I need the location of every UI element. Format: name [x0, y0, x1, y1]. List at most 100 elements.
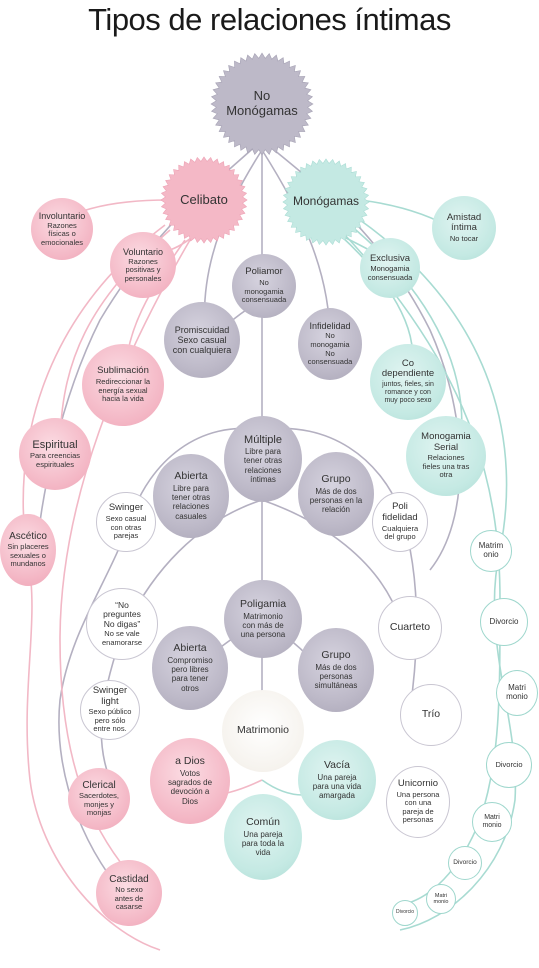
node-title: Abierta — [173, 642, 207, 655]
node-title: Divorcio — [395, 909, 415, 916]
node-no-monogamas: No Monógamas — [210, 52, 314, 156]
node-grupo-relacion: Grupo Más de dos personas en la relación — [298, 452, 374, 536]
node-divorcio-4: Divorcio — [392, 900, 418, 926]
node-poliamor: Poliamor No monogamia consensuada — [232, 254, 296, 318]
node-amistad-intima: Amistad íntima No tocar — [432, 196, 496, 260]
node-voluntario: Voluntario Razones positivas y personale… — [110, 232, 176, 298]
node-divorcio-3: Divorcio — [448, 846, 482, 880]
node-subtitle: juntos, fieles, sin romance y con muy po… — [382, 381, 434, 405]
node-vacia: Vacía Una pareja para una vida amargada — [298, 740, 376, 820]
node-matrimonio-serial-1: Matrim onio — [470, 530, 512, 572]
node-title: Amistad íntima — [446, 211, 482, 234]
node-title: Swinger — [108, 502, 144, 514]
node-title: Divorcio — [489, 616, 519, 626]
node-subtitle: Una pareja para toda la vida — [241, 829, 285, 857]
node-subtitle: Sacerdotes, monjes y monjas — [78, 791, 120, 818]
node-title: No Monógamas — [226, 88, 298, 118]
node-involuntario: Involuntario Razones físicas o emocional… — [31, 198, 93, 260]
node-title: Monogamia Serial — [421, 430, 471, 453]
node-matrimonio-serial-2: Matri monio — [496, 670, 538, 716]
node-monogamia-serial: Monogamia Serial Relaciones fieles una t… — [406, 416, 486, 496]
diagram-title: Tipos de relaciones íntimas — [88, 2, 451, 37]
node-subtitle: Cualquiera del grupo — [381, 523, 419, 542]
node-title: Celibato — [180, 191, 228, 207]
node-title: Matri monio — [482, 814, 502, 829]
node-poligamia: Poligamia Matrimonio con más de una pers… — [224, 580, 302, 658]
node-subtitle: Para creencias espirituales — [29, 451, 81, 469]
node-subtitle: No monogamia consensuada — [241, 277, 287, 305]
node-matrimonio-serial-4: Matri monio — [426, 884, 456, 914]
node-subtitle: Sexo casual con otras parejas — [105, 513, 147, 541]
node-title: Involuntario — [38, 210, 86, 221]
node-title: Clerical — [82, 779, 116, 791]
node-trio: Trío — [400, 684, 462, 746]
node-title: Ascético — [9, 530, 47, 542]
node-title: Promiscuidad Sexo casual con cualquiera — [172, 324, 232, 356]
node-title: Matrimonio — [237, 724, 289, 737]
node-comun: Común Una pareja para toda la vida — [224, 794, 302, 880]
node-title: Sublimación — [97, 365, 149, 377]
node-title: Poligamia — [239, 597, 287, 610]
node-title: Matri monio — [433, 892, 449, 905]
node-monogamas: Monógamas — [282, 152, 370, 252]
node-subtitle: Relaciones fieles una tras otra — [422, 453, 470, 480]
node-title: Divorcio — [453, 859, 477, 867]
node-cuarteto: Cuarteto — [378, 596, 442, 660]
node-multiple: Múltiple Libre para tener otras relacion… — [224, 416, 302, 502]
node-title: Vacía — [323, 758, 351, 771]
node-title: Abierta — [174, 470, 208, 483]
node-matrimonio-serial-3: Matri monio — [472, 802, 512, 842]
node-subtitle: Libre para tener otras relaciones casual… — [171, 484, 211, 521]
node-infidelidad: Infidelidad No monogamia No consensuada — [298, 308, 362, 380]
node-title: Matrim onio — [478, 541, 504, 559]
node-title: Voluntario — [122, 246, 164, 257]
node-title: a Dios — [175, 755, 205, 768]
node-title: Poliamor — [245, 266, 283, 278]
node-title: Espiritual — [32, 438, 78, 451]
node-subtitle: Compromiso pero libres para tener otros — [167, 656, 213, 693]
node-subtitle: Una persona con una pareja de personas — [396, 789, 440, 825]
node-subtitle: No sexo antes de casarse — [114, 885, 144, 912]
node-title: Poli fidelidad — [382, 501, 418, 523]
node-subtitle: Sin placeres sexuales o mundanos — [7, 542, 49, 569]
node-subtitle: No tocar — [449, 233, 479, 243]
node-title: Exclusiva — [369, 252, 411, 264]
node-grupo-simultaneas: Grupo Más de dos personas simultáneas — [298, 628, 374, 712]
node-subtitle: Más de dos personas simultáneas — [314, 662, 358, 690]
node-unicornio: Unicornio Una persona con una pareja de … — [386, 766, 450, 838]
node-clerical: Clerical Sacerdotes, monjes y monjas — [68, 768, 130, 830]
node-title: Múltiple — [244, 433, 282, 446]
node-promiscuidad: Promiscuidad Sexo casual con cualquiera — [164, 302, 240, 378]
node-title: Cuarteto — [389, 621, 431, 634]
node-subtitle: Razones físicas o emocionales — [40, 220, 84, 247]
node-abierta-libre: Abierta Libre para tener otras relacione… — [153, 454, 229, 538]
node-subtitle: Matrimonio con más de una persona — [240, 611, 286, 639]
node-title: Grupo — [321, 648, 351, 661]
node-title: Monógamas — [292, 194, 360, 209]
node-subtitle: Votos sagrados de devoción a Dios — [167, 769, 213, 806]
node-subtitle: Monogamia consensuada — [367, 264, 413, 282]
node-title: Swinger light — [92, 684, 128, 707]
node-subtitle: Una pareja para una vida amargada — [312, 772, 362, 800]
node-subtitle: Redireccionar la energía sexual hacia la… — [95, 376, 151, 404]
node-divorcio-1: Divorcio — [480, 598, 528, 646]
node-title: Matri monio — [506, 683, 528, 701]
node-polifidelidad: Poli fidelidad Cualquiera del grupo — [372, 492, 428, 552]
node-title: Castidad — [109, 873, 149, 885]
node-celibato: Celibato — [160, 150, 248, 250]
node-title: Unicornio — [397, 777, 439, 789]
node-sublimacion: Sublimación Redireccionar la energía sex… — [82, 344, 164, 426]
node-title: Divorcio — [495, 759, 523, 769]
starburst-shape — [160, 156, 248, 244]
node-subtitle: Libre para tener otras relaciones íntima… — [243, 447, 283, 484]
node-divorcio-2: Divorcio — [486, 742, 532, 788]
node-title: Grupo — [321, 472, 351, 485]
node-subtitle: No monogamia No consensuada — [307, 331, 353, 367]
node-no-preguntes: “No preguntes No digas” No se vale enamo… — [86, 588, 158, 660]
node-matrimonio: Matrimonio — [222, 690, 304, 772]
starburst-shape — [282, 158, 370, 246]
node-title: Común — [246, 815, 280, 828]
node-subtitle: Sexo público pero sólo entre nos. — [88, 707, 132, 734]
node-subtitle: Más de dos personas en la relación — [309, 486, 363, 514]
node-exclusiva: Exclusiva Monogamia consensuada — [360, 238, 420, 298]
